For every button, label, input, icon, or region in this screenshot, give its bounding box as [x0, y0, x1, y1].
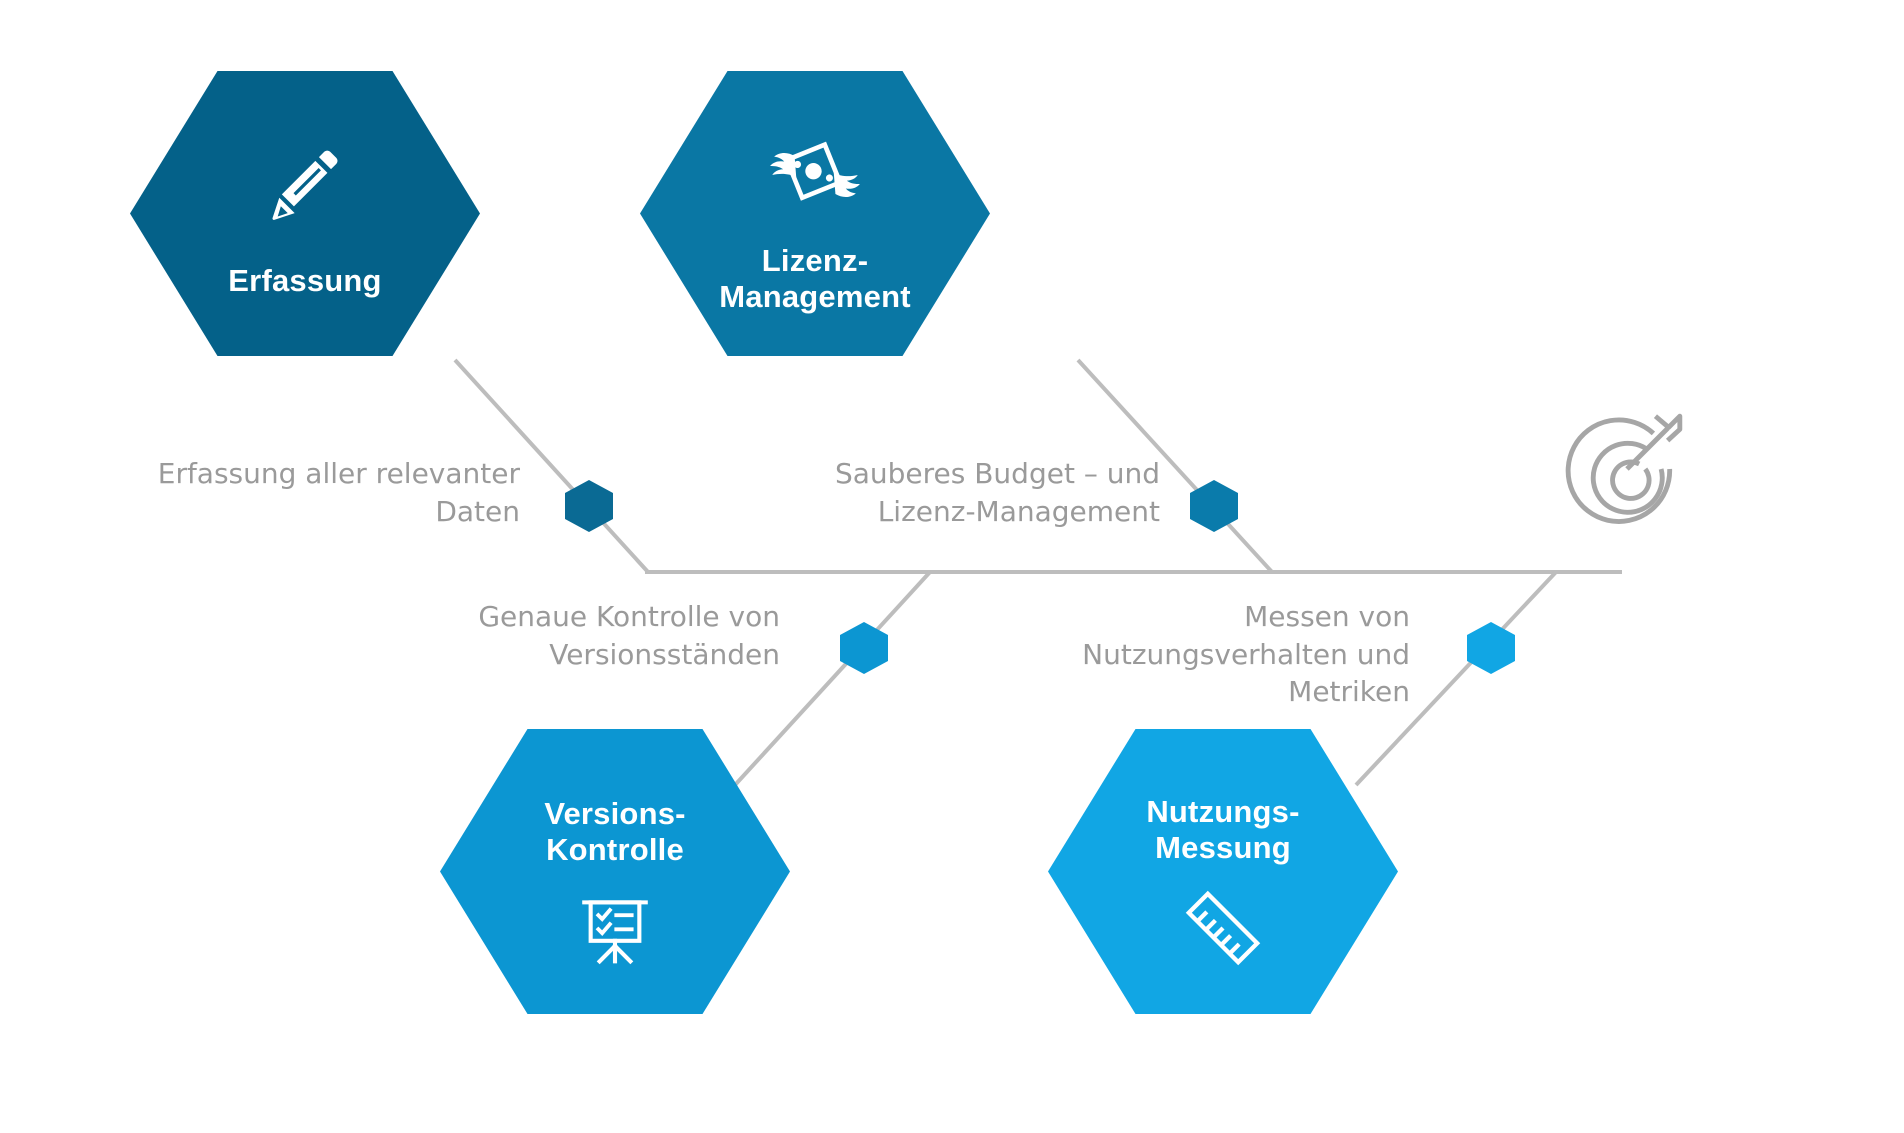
branch-lizenz [1076, 358, 1274, 574]
caption-erfassung: Erfassung aller relevanter Daten [157, 457, 520, 528]
caption-nutzungs-messung: Messen von Nutzungsverhalten und Metrike… [1082, 600, 1410, 709]
bullet-hexagon-nutzungs [1467, 622, 1515, 674]
presentation-checklist-icon [572, 887, 658, 969]
flying-money-icon [766, 129, 864, 221]
pen-icon [259, 143, 351, 235]
target-arrow-icon [1565, 413, 1683, 524]
node-nutzungs-messung[interactable]: Nutzungs- Messung [1048, 728, 1398, 1015]
branch-erfassung [453, 358, 650, 574]
branch-versions [733, 570, 932, 787]
node-title-lizenz-management: Lizenz- Management [719, 242, 911, 314]
caption-versions-kontrolle: Genaue Kontrolle von Versionsständen [478, 600, 780, 671]
node-title-versions-kontrolle: Versions- Kontrolle [544, 795, 686, 867]
ruler-icon [1180, 885, 1266, 971]
bullet-hexagon-versions [840, 622, 888, 674]
node-title-erfassung: Erfassung [228, 262, 382, 298]
node-title-nutzungs-messung: Nutzungs- Messung [1146, 793, 1300, 865]
caption-lizenz-management: Sauberes Budget – und Lizenz-Management [834, 457, 1160, 528]
branch-nutzungs [1354, 570, 1558, 787]
